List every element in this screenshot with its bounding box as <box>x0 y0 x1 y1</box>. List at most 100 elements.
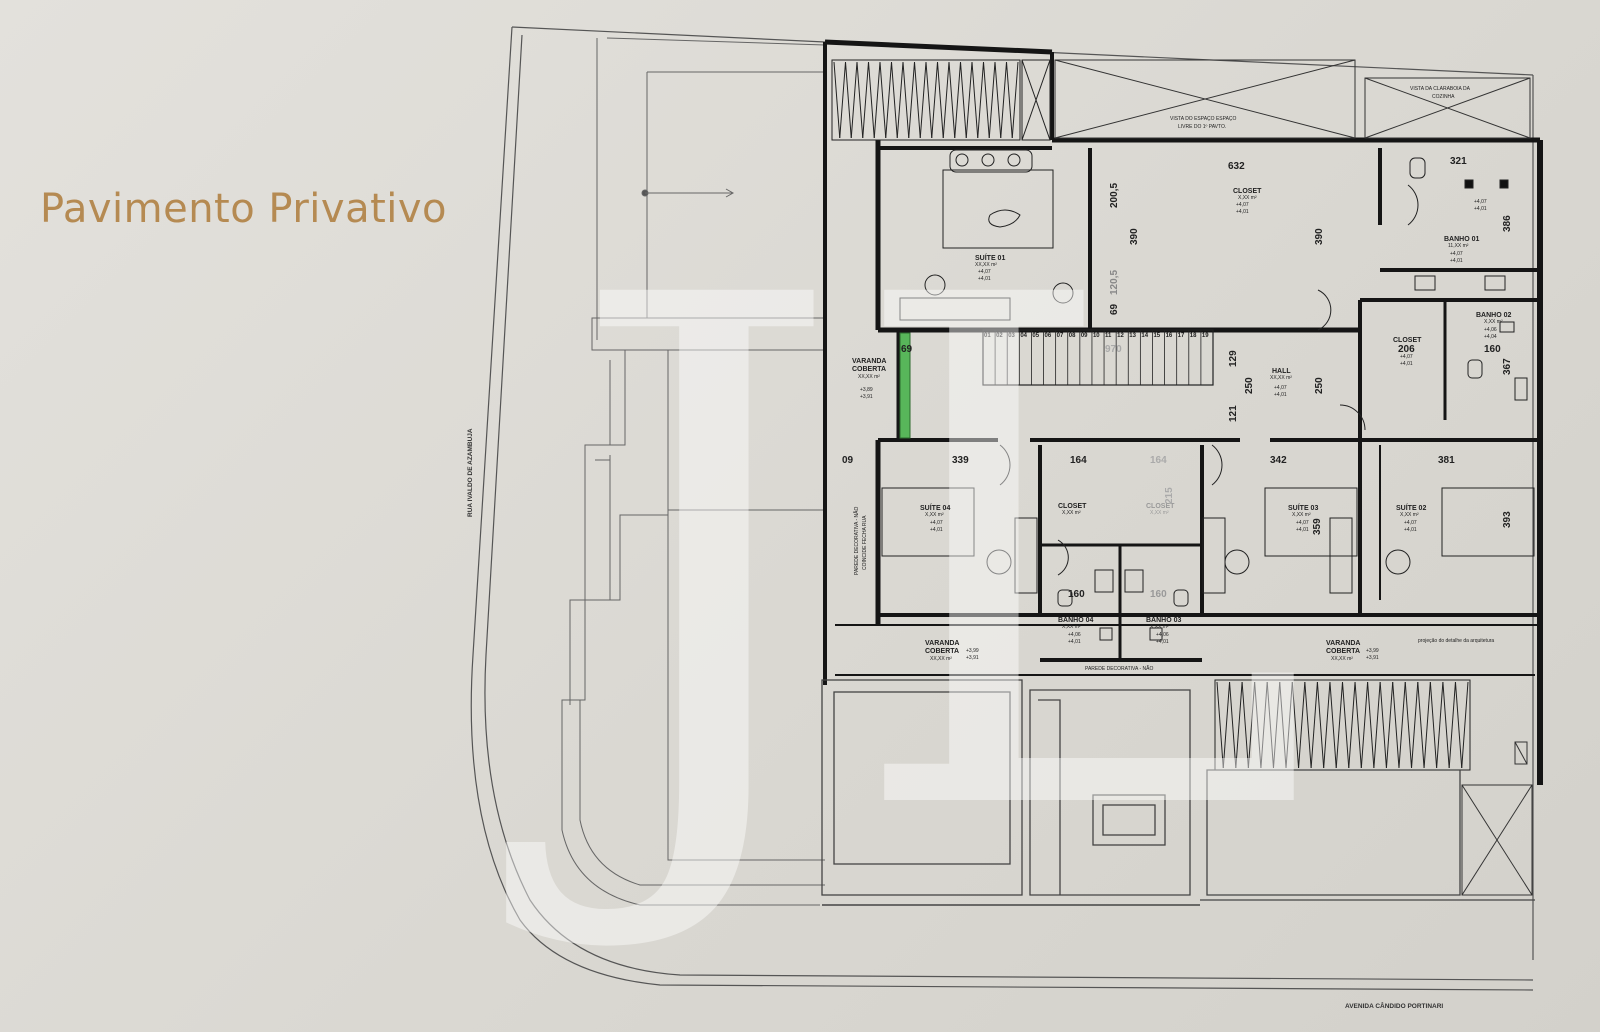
level-tag: +4,07 <box>1450 251 1463 257</box>
level-tag: +4,07 <box>1236 202 1249 208</box>
level-tag: +4,01 <box>1156 639 1169 645</box>
dim-200-5: 200,5 <box>1109 183 1120 208</box>
stair-step-number: 11 <box>1105 333 1112 339</box>
dim-359: 359 <box>1312 518 1323 535</box>
green-accent-strip <box>899 332 911 439</box>
level-tag: +3,91 <box>966 655 979 661</box>
note-void-view-2: LIVRE DO 1º PAVTO. <box>1178 124 1226 130</box>
level-tag: +4,07 <box>930 520 943 526</box>
stair-step-number: 09 <box>1081 333 1088 339</box>
dim-69-b: 69 <box>901 344 913 355</box>
louver-screen-top <box>831 59 1051 141</box>
room-closet-4: CLOSET <box>1058 503 1087 510</box>
room-suite-03: SUÍTE 03 <box>1288 503 1318 512</box>
dim-160-a: 160 <box>1484 344 1501 355</box>
terrace-outlines <box>561 37 826 906</box>
stair-step-number: 02 <box>996 333 1003 339</box>
dim-215: 215 <box>1164 487 1175 504</box>
level-tag: +4,01 <box>1236 209 1249 215</box>
room-banho-02-area: X,XX m² <box>1484 319 1503 325</box>
dim-129: 129 <box>1228 350 1239 367</box>
room-suite-01-area: XX,XX m² <box>975 262 997 268</box>
level-tag: +4,01 <box>1404 527 1417 533</box>
room-banho-03-area: X,XX m² <box>1150 624 1169 630</box>
room-banho-01-area: 11,XX m² <box>1448 243 1469 249</box>
room-closet-206: CLOSET <box>1393 337 1422 344</box>
void-boxes <box>1054 59 1533 896</box>
level-tag: +4,06 <box>1156 632 1169 638</box>
dim-121: 121 <box>1228 405 1239 422</box>
room-closet-4-area: X,XX m² <box>1062 510 1081 516</box>
dim-69-a: 69 <box>1109 303 1120 315</box>
dim-386: 386 <box>1502 215 1513 232</box>
room-varanda-3: VARANDA <box>1326 640 1360 647</box>
room-banho-02: BANHO 02 <box>1476 312 1512 319</box>
room-varanda-3b: COBERTA <box>1326 648 1360 655</box>
stair-step-number: 14 <box>1141 333 1148 339</box>
building-walls <box>823 39 1543 785</box>
stair-step-number: 10 <box>1093 333 1100 339</box>
level-tag: +4,04 <box>1484 334 1497 340</box>
dim-250-b: 250 <box>1314 377 1325 394</box>
dim-970: 970 <box>1105 344 1122 355</box>
dim-160-c: 160 <box>1150 589 1167 600</box>
note-skylight-view: VISTA DA CLARABOIA DA <box>1410 86 1471 92</box>
dim-381: 381 <box>1438 455 1455 466</box>
room-hall: HALL <box>1272 368 1291 375</box>
stair-step-number: 06 <box>1045 333 1052 339</box>
level-tag: +4,01 <box>1296 527 1309 533</box>
dim-339: 339 <box>952 455 969 466</box>
stair-step-number: 15 <box>1153 333 1160 339</box>
dim-120-5: 120,5 <box>1109 270 1120 295</box>
dim-160-b: 160 <box>1068 589 1085 600</box>
room-closet-1: CLOSET <box>1233 188 1262 195</box>
level-tag: +4,01 <box>1400 361 1413 367</box>
dim-109: 09 <box>842 455 854 466</box>
page-title: Pavimento Privativo <box>40 186 448 232</box>
louver-slats-top <box>833 61 1019 139</box>
level-tag: +3,91 <box>1366 655 1379 661</box>
dim-393: 393 <box>1502 511 1513 528</box>
level-tag: +4,01 <box>930 527 943 533</box>
level-tag: +4,01 <box>1274 392 1287 398</box>
dim-164-b: 164 <box>1150 455 1167 466</box>
room-varanda-1: VARANDA <box>852 358 886 365</box>
level-tag: +4,06 <box>1068 632 1081 638</box>
louver-slats-bottom <box>1216 681 1469 769</box>
level-tag: +4,07 <box>1274 385 1287 391</box>
dim-390-a: 390 <box>1129 228 1140 245</box>
room-varanda-2-area: XX,XX m² <box>930 656 952 662</box>
stair-step-number: 01 <box>984 333 991 339</box>
fixtures <box>881 149 1535 641</box>
room-varanda-2b: COBERTA <box>925 648 959 655</box>
stair-step-number: 13 <box>1129 333 1136 339</box>
note-decor-wall-2: COINCIDE FECHA RUA <box>862 515 868 570</box>
level-tag: +4,01 <box>978 276 991 282</box>
level-tag: +4,07 <box>1404 520 1417 526</box>
dim-390-b: 390 <box>1314 228 1325 245</box>
stair-step-number: 18 <box>1190 333 1197 339</box>
level-tag: +4,06 <box>1484 327 1497 333</box>
room-closet-1-area: X,XX m² <box>1238 195 1257 201</box>
note-void-view: VISTA DO ESPAÇO ESPAÇO <box>1170 116 1237 122</box>
room-closet-3-area: X,XX m² <box>1150 510 1169 516</box>
room-varanda-1-area: XX,XX m² <box>858 374 880 380</box>
dim-342: 342 <box>1270 455 1287 466</box>
room-varanda-1b: COBERTA <box>852 366 886 373</box>
room-suite-03-area: X,XX m² <box>1292 512 1311 518</box>
room-banho-01: BANHO 01 <box>1444 236 1480 243</box>
street-left: RUA IVALDO DE AZAMBUJA <box>467 428 474 517</box>
room-hall-area: XX,XX m² <box>1270 375 1292 381</box>
stair-step-number: 17 <box>1178 333 1185 339</box>
street-bottom: AVENIDA CÂNDIDO PORTINARI <box>1345 1001 1443 1010</box>
room-closet-3: CLOSET <box>1146 503 1175 510</box>
room-varanda-3-area: XX,XX m² <box>1331 656 1353 662</box>
dim-164-a: 164 <box>1070 455 1087 466</box>
stair-step-number: 08 <box>1069 333 1076 339</box>
note-bottom-wall: PAREDE DECORATIVA - NÃO <box>1085 665 1153 672</box>
stair-step-number: 04 <box>1020 333 1027 339</box>
room-banho-03: BANHO 03 <box>1146 617 1182 624</box>
stair-step-number: 12 <box>1117 333 1124 339</box>
